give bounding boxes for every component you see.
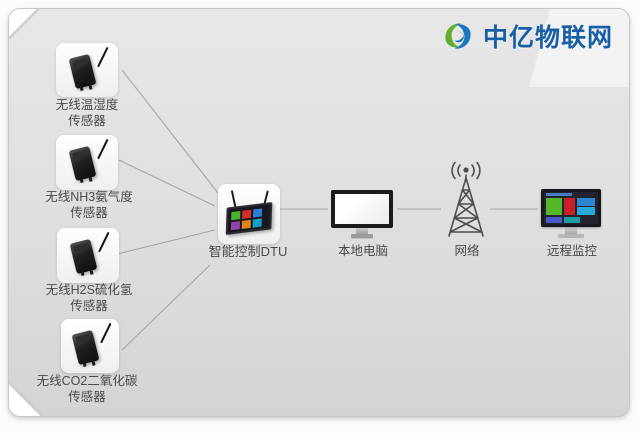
remote-monitor-icon xyxy=(541,189,601,238)
screen-titlebar xyxy=(546,193,572,196)
dtu-screen-tiles xyxy=(231,210,241,221)
screen-tile-green xyxy=(546,198,562,215)
sensor-tile xyxy=(56,43,118,97)
sensor-body xyxy=(71,329,100,366)
monitor-neck xyxy=(356,228,368,234)
sensor-body xyxy=(68,145,97,182)
dtu-label: 智能控制DTU xyxy=(208,244,288,259)
sensor-tile xyxy=(56,135,118,190)
radio-tower-icon xyxy=(448,161,484,237)
wireless-sensor-icon xyxy=(68,138,109,183)
monitor-screen xyxy=(331,190,393,228)
remote-monitor-frame xyxy=(541,189,601,227)
sensor-label-line2: 传感器 xyxy=(70,205,108,220)
logo-text: 中亿物联网 xyxy=(482,24,613,52)
sensor-label-line2: 传感器 xyxy=(70,298,108,313)
antenna-icon xyxy=(98,231,110,253)
swirl-logo-icon xyxy=(445,23,471,49)
sensor-label: 无线CO2二氧化碳 传感器 xyxy=(37,374,138,405)
sensor-body xyxy=(68,53,97,90)
sensor-tile xyxy=(57,228,119,283)
antenna-icon xyxy=(97,138,109,160)
sensor-label: 无线NH3氨气度 传感器 xyxy=(45,190,133,221)
sensor-label: 无线温湿度 传感器 xyxy=(56,98,119,129)
local-pc-monitor-icon xyxy=(331,190,393,238)
dtu-screen xyxy=(225,202,273,235)
sensor-label-line1: 无线NH3氨气度 xyxy=(45,190,133,204)
sensor-tile xyxy=(61,319,119,373)
local-pc-label: 本地电脑 xyxy=(337,244,389,258)
connector-lines xyxy=(116,69,538,351)
monitor-base xyxy=(351,234,373,238)
network-label: 网络 xyxy=(454,244,480,258)
screen-tile-red xyxy=(564,198,575,215)
sensor-label-line2: 传感器 xyxy=(68,113,106,128)
monitor-neck xyxy=(565,227,577,234)
sensor-label-line1: 无线温湿度 xyxy=(55,98,119,112)
sensor-label-line1: 无线H2S硫化氢 xyxy=(45,283,133,297)
logo: 中亿物联网 xyxy=(440,15,613,57)
antenna-icon xyxy=(100,322,112,344)
wireless-sensor-icon xyxy=(71,322,112,367)
sensor-label: 无线H2S硫化氢 传感器 xyxy=(46,283,133,314)
antenna-icon xyxy=(97,46,109,68)
sensor-label-line1: 无线CO2二氧化碳 xyxy=(36,374,138,388)
remote-label: 远程监控 xyxy=(546,244,598,258)
sensor-body xyxy=(69,238,98,275)
monitor-base xyxy=(558,234,584,238)
wireless-sensor-icon xyxy=(69,231,110,276)
dtu-tile xyxy=(218,184,280,244)
wireless-sensor-icon xyxy=(68,46,109,91)
diagram-panel: 中亿物联网 无线温湿度 传感器 xyxy=(8,8,630,417)
remote-monitor-screen xyxy=(544,192,598,224)
dtu-device-icon xyxy=(225,190,274,236)
screen-tiles-bottom xyxy=(546,217,562,223)
screen-tiles-blue xyxy=(577,198,595,206)
sensor-label-line2: 传感器 xyxy=(68,389,106,404)
